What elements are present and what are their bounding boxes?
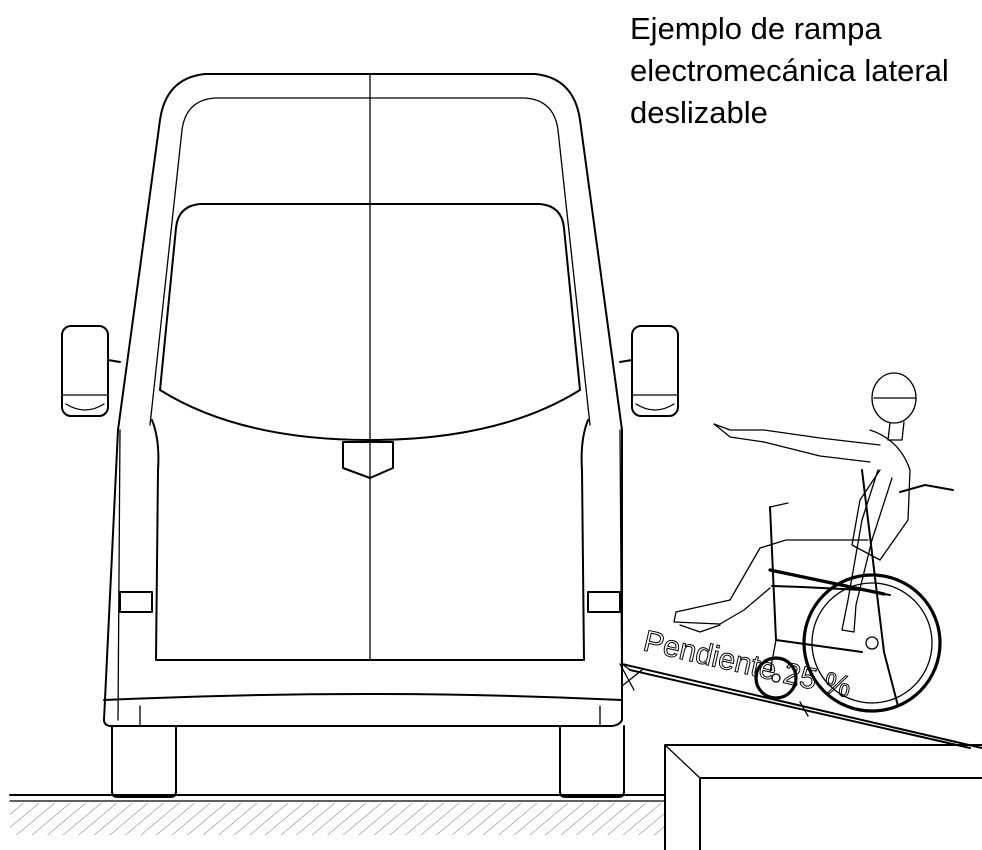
- sidewalk: [664, 744, 982, 850]
- caption-line-1: Ejemplo de rampa: [630, 11, 882, 46]
- caption-line-3: deslizable: [630, 95, 768, 130]
- right-mirror: [619, 325, 679, 417]
- caption: Ejemplo de rampa electromecánica lateral…: [630, 8, 949, 134]
- wheelchair-user: [673, 372, 954, 713]
- ground: [9, 794, 666, 835]
- ramp: [619, 663, 982, 749]
- left-mirror: [61, 325, 121, 417]
- caption-line-2: electromecánica lateral: [630, 53, 949, 88]
- van-rear: [61, 73, 679, 798]
